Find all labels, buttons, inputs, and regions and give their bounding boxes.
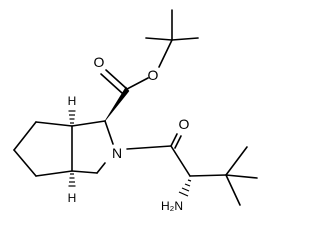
amine-label: H₂N — [161, 199, 183, 213]
bond-quaternary-methyl-up — [225, 146, 248, 176]
bond-amide-to-alpha — [170, 145, 191, 177]
bond-c6-c6a — [35, 170, 73, 177]
hash-amine-1 — [187, 179, 192, 182]
bond-ch2-c6a — [71, 170, 98, 174]
oxygen-ester-label: O — [148, 67, 159, 83]
hash-amine-3 — [181, 187, 190, 192]
amide-side-chain — [126, 133, 258, 206]
bond-n-ch2 — [96, 162, 106, 174]
bond-c3a-c4 — [35, 121, 73, 127]
bond-carbonyl-double-b — [100, 73, 123, 94]
wedge-bond-c1-carbonyl — [104, 86, 130, 122]
stereo-hydrogens — [68, 110, 76, 187]
bond-quaternary-methyl-right — [225, 174, 258, 179]
bond-tbu-to-oxygen — [158, 39, 173, 68]
chemical-structure: O O O N H H H₂N — [13, 9, 258, 213]
hydrogen-bottom-label: H — [68, 191, 77, 205]
bond-tbu-methyl-left — [145, 37, 173, 41]
bond-oxygen-to-carbonyl — [126, 77, 149, 90]
nitrogen-ring-label: N — [112, 145, 122, 161]
ester-carbonyl-group — [100, 69, 130, 122]
bond-c5-c6 — [13, 149, 37, 177]
bond-c1-c3a — [71, 120, 106, 127]
bond-carbonyl-double-a — [105, 69, 128, 90]
bond-alpha-to-quaternary — [189, 174, 227, 177]
bond-c1-n — [104, 120, 114, 145]
bond-amide-double-a — [170, 133, 178, 147]
bond-c4-c5 — [13, 121, 37, 151]
bond-quaternary-methyl-down — [225, 174, 241, 206]
oxygen-carbonyl-ester-label: O — [94, 54, 105, 70]
bond-tbu-methyl-right — [171, 37, 199, 41]
tert-butyl-ester-group — [126, 9, 199, 90]
cyclopenta-pyrrolidine-rings — [13, 120, 114, 177]
oxygen-amide-label: O — [179, 116, 190, 132]
hash-amine-2 — [184, 183, 191, 187]
atom-labels: O O O N H H H₂N — [68, 54, 190, 213]
hydrogen-top-label: H — [68, 94, 77, 108]
hash-amine-4 — [178, 191, 189, 197]
bond-n-amide-carbon — [126, 145, 172, 150]
bond-amide-double-b — [174, 135, 182, 149]
